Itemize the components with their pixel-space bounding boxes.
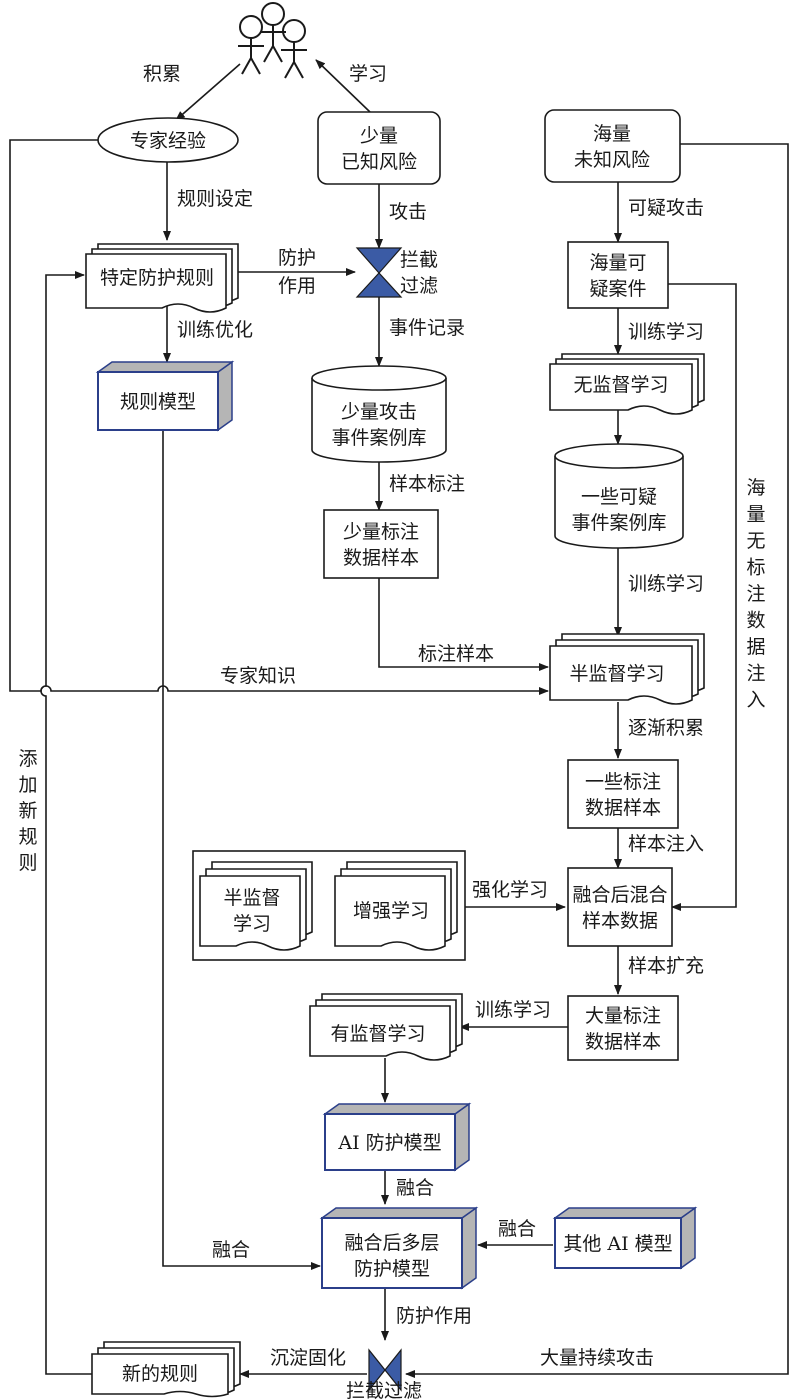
label-fused-mixed-1: 融合后混合 — [572, 884, 667, 906]
label-new-rules: 新的规则 — [122, 1363, 198, 1385]
label-some-suspicious-db-1: 一些可疑 — [581, 486, 657, 508]
node-expert-experience: 专家经验 — [97, 117, 239, 163]
node-some-labeled: 一些标注 数据样本 — [567, 759, 679, 829]
people-icon — [238, 2, 307, 79]
label-unsupervised: 无监督学习 — [573, 374, 668, 396]
edge-massive-unlabeled-inject — [668, 283, 737, 911]
node-specific-rules: 特定防护规则 — [85, 243, 239, 313]
label-specific-rules: 特定防护规则 — [100, 267, 214, 289]
edge-label-samples — [378, 578, 549, 671]
edges — [9, 59, 789, 1378]
node-massive-suspicious: 海量可 疑案件 — [567, 241, 669, 309]
label-large-labeled-2: 数据样本 — [585, 1031, 661, 1053]
label-protect-1: 防护 — [278, 247, 316, 269]
label-massive-attack: 大量持续攻击 — [540, 1347, 654, 1369]
label-other-ai-model: 其他 AI 模型 — [563, 1233, 672, 1255]
label-large-labeled-1: 大量标注 — [585, 1005, 661, 1027]
label-suspicious-attack: 可疑攻击 — [628, 197, 704, 219]
label-event-record: 事件记录 — [389, 317, 465, 339]
node-semi-supervised: 半监督学习 — [549, 633, 705, 705]
label-train-learn-3: 训练学习 — [475, 999, 551, 1021]
node-ai-model: AI 防护模型 — [322, 1102, 472, 1172]
label-few-attack-db-2: 事件案例库 — [331, 427, 426, 449]
label-multi-model-1: 融合后多层 — [344, 1232, 439, 1254]
label-massive-suspicious-2: 疑案件 — [589, 278, 646, 300]
label-known-risk-2: 已知风险 — [341, 151, 417, 173]
node-new-rules: 新的规则 — [91, 1341, 241, 1398]
node-reinforce-group: 半监督 学习 增强学习 — [192, 850, 466, 961]
label-settle: 沉淀固化 — [270, 1347, 346, 1369]
label-accumulate: 积累 — [143, 63, 181, 85]
node-large-labeled: 大量标注 数据样本 — [567, 995, 679, 1061]
node-few-attack-db: 少量攻击 事件案例库 — [311, 365, 447, 463]
node-known-risk: 少量 已知风险 — [317, 111, 441, 185]
node-unknown-risk: 海量 未知风险 — [544, 109, 681, 183]
label-train-optimize: 训练优化 — [177, 319, 253, 341]
label-few-labeled-1: 少量标注 — [343, 521, 419, 543]
label-expert-knowledge: 专家知识 — [220, 665, 296, 687]
node-few-labeled: 少量标注 数据样本 — [323, 509, 439, 579]
label-inner-reinforce: 增强学习 — [353, 900, 429, 922]
label-some-suspicious-db-2: 事件案例库 — [571, 512, 666, 534]
label-known-risk-1: 少量 — [360, 125, 398, 147]
label-few-attack-db-1: 少量攻击 — [341, 401, 417, 423]
node-fused-mixed: 融合后混合 样本数据 — [567, 867, 673, 947]
label-massive-unlabeled-inject: 海量无标注数据注入 — [746, 477, 765, 711]
label-intercept-bottom: 拦截过滤 — [346, 1380, 422, 1399]
label-protect-2: 作用 — [278, 275, 316, 297]
label-semi-supervised: 半监督学习 — [569, 663, 664, 685]
label-few-labeled-2: 数据样本 — [343, 547, 419, 569]
label-label-samples: 标注样本 — [418, 643, 494, 665]
label-unknown-risk-1: 海量 — [593, 123, 631, 145]
label-supervised: 有监督学习 — [330, 1023, 425, 1045]
label-expert-experience: 专家经验 — [130, 130, 206, 152]
label-massive-suspicious-1: 海量可 — [589, 252, 646, 274]
label-fuse-3: 融合 — [212, 1239, 250, 1261]
edge-labels: 积累 学习 规则设定 攻击 可疑攻击 防护 作用 训练优化 事件记录 训练学习 … — [143, 63, 704, 1399]
label-inner-semi-1: 半监督 — [223, 887, 280, 909]
label-ai-model: AI 防护模型 — [337, 1132, 441, 1154]
edge-add-new-rules — [40, 271, 92, 1375]
edge-learn — [315, 59, 371, 113]
label-gradual-accumulate: 逐渐积累 — [628, 717, 704, 739]
label-sample-expand: 样本扩充 — [628, 955, 704, 977]
label-learn: 学习 — [349, 63, 387, 85]
node-some-suspicious-db: 一些可疑 事件案例库 — [554, 443, 684, 549]
nodes: 专家经验 少量 已知风险 海量 未知风险 特定防护规则 拦截 过滤 — [85, 109, 705, 1398]
edge-expert-knowledge — [9, 139, 549, 695]
edge-massive-attack — [405, 143, 789, 1378]
label-attack: 攻击 — [389, 201, 427, 223]
node-intercept-bottom — [368, 1348, 402, 1392]
label-add-new-rules: 添加新规则 — [18, 748, 37, 874]
label-unknown-risk-2: 未知风险 — [574, 149, 650, 171]
label-reinforce-learn: 强化学习 — [472, 879, 548, 901]
label-train-learn-2: 训练学习 — [628, 573, 704, 595]
label-rule-setting: 规则设定 — [177, 188, 253, 210]
edge-accumulate — [175, 63, 241, 121]
label-sample-label: 样本标注 — [389, 473, 465, 495]
node-multi-model: 融合后多层 防护模型 — [319, 1206, 479, 1290]
label-protect-effect: 防护作用 — [396, 1305, 472, 1327]
label-sample-inject: 样本注入 — [628, 833, 704, 855]
node-intercept-top: 拦截 过滤 — [355, 247, 438, 298]
label-intercept-top-2: 过滤 — [400, 275, 438, 297]
edge-fuse-3 — [162, 430, 321, 1270]
node-supervised: 有监督学习 — [309, 993, 463, 1061]
label-fuse-1: 融合 — [396, 1177, 434, 1199]
label-some-labeled-1: 一些标注 — [585, 771, 661, 793]
node-unsupervised: 无监督学习 — [549, 353, 705, 415]
label-intercept-top-1: 拦截 — [400, 249, 438, 271]
label-fuse-2: 融合 — [498, 1218, 536, 1240]
label-train-learn-1: 训练学习 — [628, 321, 704, 343]
node-other-ai-model: 其他 AI 模型 — [552, 1206, 698, 1270]
label-multi-model-2: 防护模型 — [354, 1258, 430, 1280]
label-fused-mixed-2: 样本数据 — [582, 910, 658, 932]
label-inner-semi-2: 学习 — [233, 913, 271, 935]
node-rule-model: 规则模型 — [95, 360, 235, 432]
label-some-labeled-2: 数据样本 — [585, 797, 661, 819]
label-rule-model: 规则模型 — [120, 391, 196, 413]
